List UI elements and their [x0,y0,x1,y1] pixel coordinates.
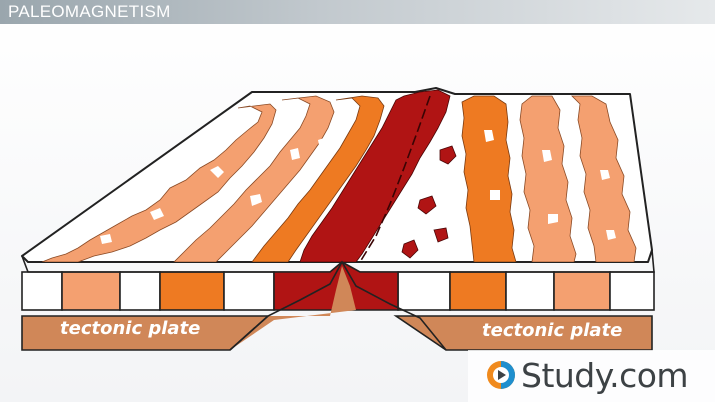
title-bar: PALEOMAGNETISM [0,0,715,24]
left-plate-label: tectonic plate [60,318,201,339]
stripe-ridge-center [299,89,451,262]
stripe-light-left-outer [41,103,277,262]
crust-cross-section [21,249,655,311]
study-logo-text: Study.com [521,356,689,395]
stripe-light-right-inner [519,95,577,262]
right-plate-label: tectonic plate [482,320,623,341]
magma-upwelling [229,260,447,351]
ridge-crack [359,95,431,262]
page-title: PALEOMAGNETISM [8,2,171,21]
study-logo-icon [487,361,515,389]
stripe-dark-right [461,95,517,262]
stripe-ridge-fragments [401,145,457,259]
stripe-dark-left [251,95,385,262]
